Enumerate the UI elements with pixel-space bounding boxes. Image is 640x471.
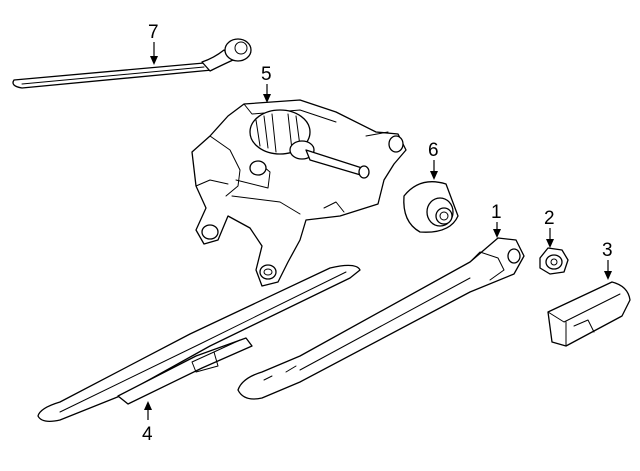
callout-5: 5: [261, 64, 272, 85]
callout-1: 1: [491, 202, 502, 223]
arrow-1: [493, 229, 501, 238]
arrow-2: [546, 239, 554, 248]
callout-2: 2: [544, 208, 555, 229]
part-3-cap: [547, 281, 631, 347]
arrow-4: [144, 401, 152, 410]
arrow-5: [263, 94, 271, 103]
callout-6: 6: [428, 140, 439, 161]
callout-4: 4: [142, 424, 153, 445]
arrow-7: [150, 56, 158, 65]
leader-lines: [144, 42, 612, 420]
callout-7: 7: [148, 22, 159, 43]
part-5-wiper-motor: [191, 99, 407, 287]
arrow-3: [604, 271, 612, 280]
arrow-6: [430, 171, 438, 180]
part-7-spindle-rod: [12, 38, 252, 89]
callout-labels: 7 5 6 1 2 3 4: [142, 22, 613, 445]
part-4-wiper-blade: [37, 264, 361, 422]
part-2-nut: [539, 247, 569, 275]
part-1-wiper-arm: [237, 237, 525, 400]
callout-3: 3: [602, 240, 613, 261]
part-6-grommet: [403, 181, 459, 233]
